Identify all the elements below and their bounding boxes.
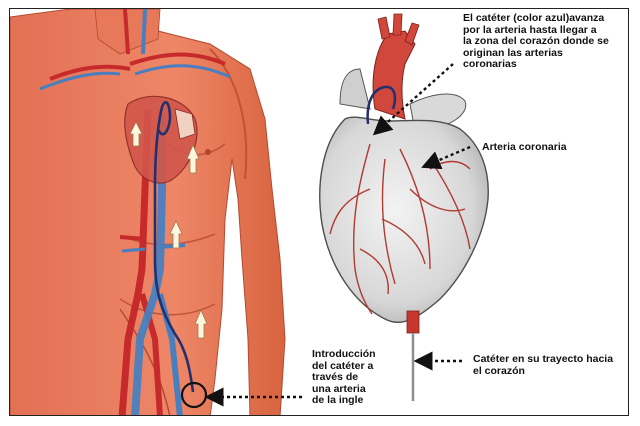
figure-frame: El catéter (color azul)avanza por la art… [9,8,629,416]
label-introduction: Introducción del catéter a través de una… [312,349,404,407]
label-catheter-path: Catéter en su trayecto hacia el corazón [473,354,629,377]
nipple [205,149,211,155]
large-heart [320,14,488,401]
label-catheter-advance: El catéter (color azul)avanza por la art… [463,13,629,71]
label-coronary-artery: Arteria coronaria [482,142,567,154]
